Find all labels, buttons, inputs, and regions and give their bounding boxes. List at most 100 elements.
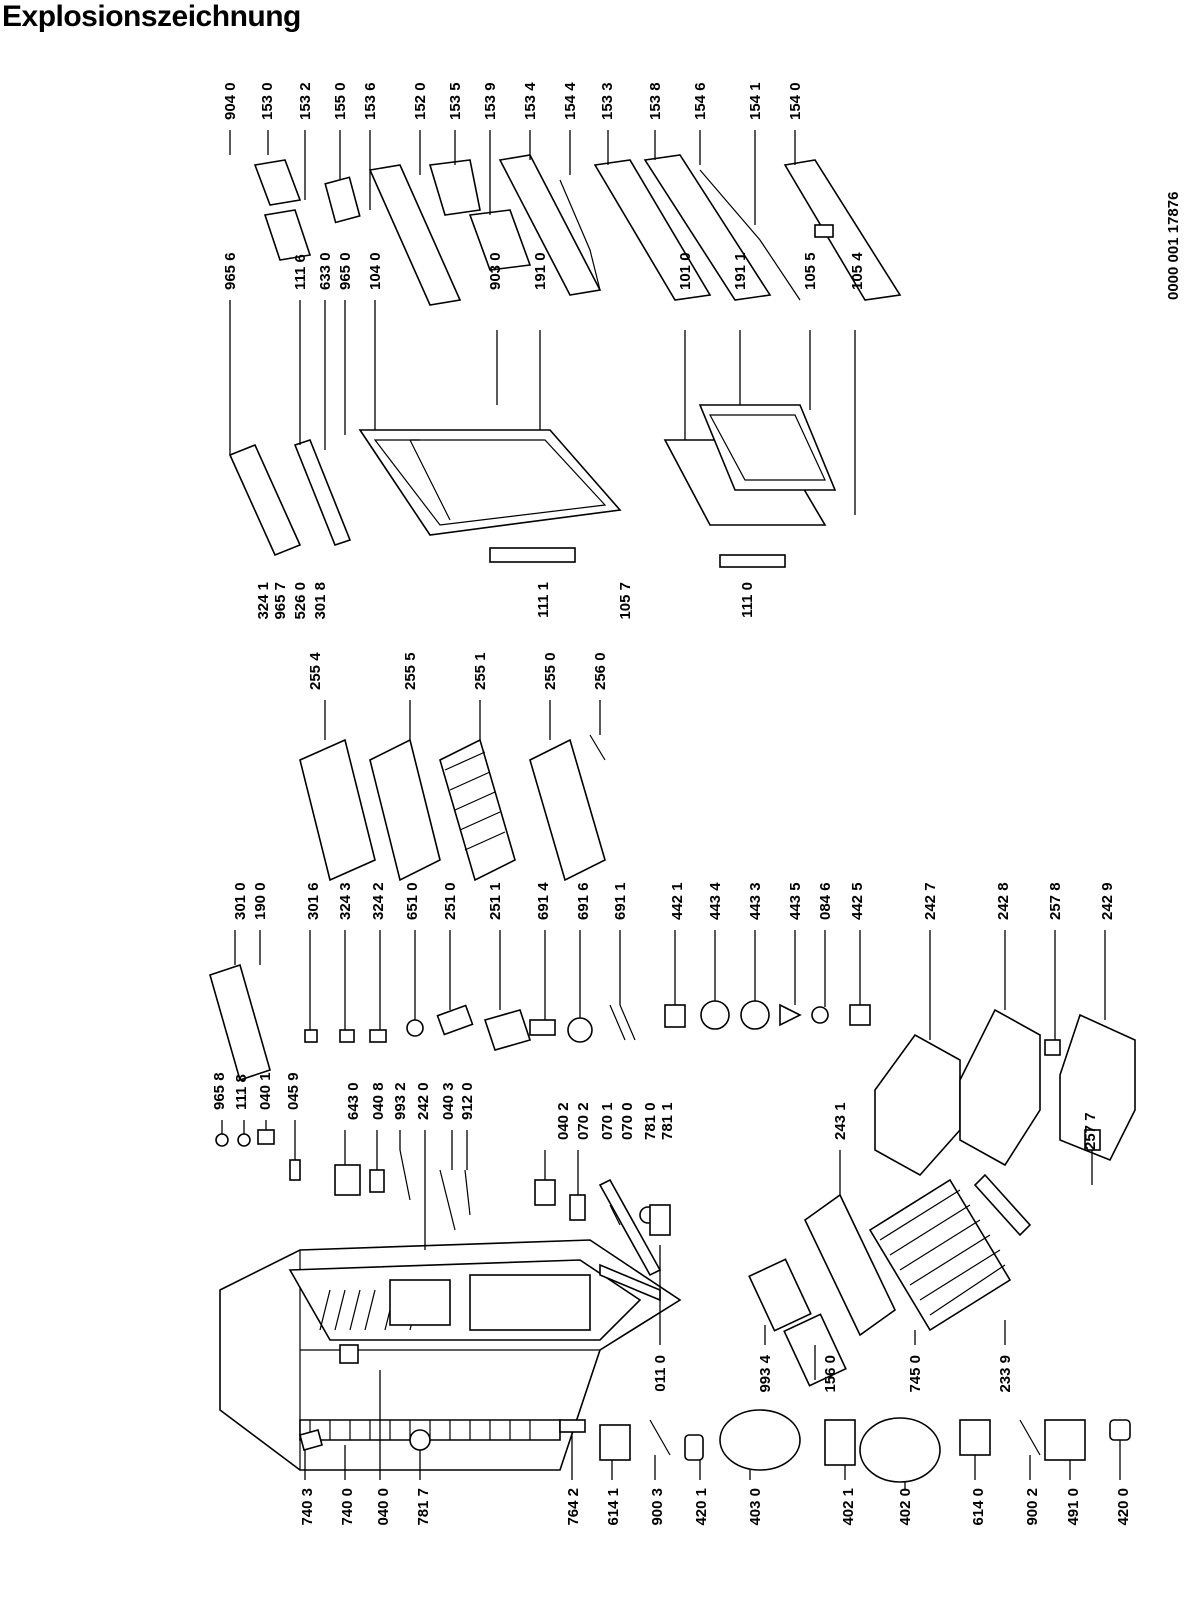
part-label: 442 1	[669, 882, 686, 920]
part-drawings	[209, 130, 1136, 1490]
freezer-shelf	[803, 1193, 897, 1337]
part-label: 040 8	[370, 1082, 387, 1120]
drawer-2	[959, 1008, 1041, 1167]
part-label: 105 7	[617, 582, 634, 620]
crisper-box	[389, 1279, 451, 1326]
part-label: 442 5	[849, 882, 866, 920]
part-label: 255 1	[472, 652, 489, 690]
part-label: 691 1	[612, 882, 629, 920]
part-label: 153 3	[599, 82, 616, 120]
wire-shelf	[439, 738, 516, 882]
part-label: 070 2	[575, 1102, 592, 1140]
part-label: 040 2	[555, 1102, 572, 1140]
part-label: 111 8	[233, 1074, 250, 1110]
part-label: 154 0	[787, 82, 804, 120]
part-label: 781 7	[415, 1488, 432, 1526]
compressors	[299, 1409, 1131, 1483]
part-label: 154 4	[562, 82, 579, 120]
part-label: 420 1	[693, 1488, 710, 1526]
part-label: 764 2	[565, 1488, 582, 1526]
part-label: 740 3	[299, 1488, 316, 1526]
part-label: 242 0	[415, 1082, 432, 1120]
door-bins	[253, 154, 902, 306]
part-label: 070 1	[599, 1102, 616, 1140]
part-label: 011 0	[652, 1355, 669, 1392]
part-label: 403 0	[747, 1488, 764, 1526]
part-label: 242 7	[922, 882, 939, 920]
part-label: 781 0	[642, 1102, 659, 1140]
ice-tray-1	[748, 1258, 812, 1332]
part-label: 301 6	[305, 882, 322, 920]
part-label: 965 8	[211, 1072, 228, 1110]
part-label: 691 4	[535, 882, 552, 920]
part-label: 242 8	[995, 882, 1012, 920]
part-label: 191 0	[532, 252, 549, 290]
thermostat-part	[339, 1344, 359, 1364]
part-label: 233 9	[997, 1355, 1014, 1393]
part-label: 443 4	[707, 882, 724, 920]
part-label: 402 1	[840, 1488, 857, 1526]
part-label: 903 0	[487, 252, 504, 290]
part-label: 614 0	[970, 1488, 987, 1526]
part-label: 443 5	[787, 882, 804, 920]
glass-shelf-2	[369, 738, 441, 882]
glass-shelf-1	[299, 738, 376, 882]
part-label: 243 1	[832, 1102, 849, 1140]
part-label: 256 0	[592, 652, 609, 690]
part-label: 491 0	[1065, 1488, 1082, 1526]
part-label: 324 1	[255, 582, 272, 620]
part-label: 993 4	[757, 1354, 774, 1392]
part-label: 443 3	[747, 882, 764, 920]
drawer-3	[1059, 1013, 1136, 1162]
part-label: 255 5	[402, 652, 419, 690]
part-label: 301 0	[232, 882, 249, 920]
part-label: 045 9	[285, 1072, 302, 1110]
part-label: 691 6	[575, 882, 592, 920]
part-label: 301 8	[312, 582, 329, 620]
part-label: 105 5	[802, 252, 819, 290]
part-label: 965 0	[337, 252, 354, 290]
part-label: 153 9	[482, 82, 499, 120]
part-label: 153 0	[259, 82, 276, 120]
part-label: 070 0	[619, 1102, 636, 1140]
door-handle-panel	[228, 443, 302, 557]
part-label: 420 0	[1115, 1488, 1132, 1526]
part-label: 153 2	[297, 82, 314, 120]
glass-shelf-3	[529, 738, 606, 882]
part-label: 633 0	[317, 252, 334, 290]
part-label: 111 6	[292, 254, 309, 290]
freezer-compartment	[469, 1274, 591, 1331]
part-label: 251 0	[442, 882, 459, 920]
leader-lines	[221, 130, 1121, 1490]
upper-hinge-bar	[489, 547, 576, 563]
part-label: 643 0	[345, 1082, 362, 1120]
part-label: 324 3	[337, 882, 354, 920]
part-label: 900 2	[1024, 1488, 1041, 1526]
part-label: 153 6	[362, 82, 379, 120]
lower-hinge-bar	[719, 554, 786, 568]
part-label: 900 3	[649, 1488, 666, 1526]
part-label: 965 6	[222, 252, 239, 290]
part-label: 745 0	[907, 1355, 924, 1393]
part-label: 111 0	[739, 582, 756, 618]
part-label: 040 1	[257, 1072, 274, 1110]
part-label: 101 0	[677, 252, 694, 290]
part-label: 251 1	[487, 882, 504, 920]
part-label: 255 4	[307, 652, 324, 690]
part-label: 740 0	[339, 1488, 356, 1526]
part-label: 257 7	[1082, 1112, 1099, 1150]
part-label: 191 1	[732, 252, 749, 290]
part-label: 154 6	[692, 82, 709, 120]
document-number: 0000 001 17876	[1165, 192, 1182, 300]
part-label: 614 1	[605, 1488, 622, 1526]
part-label: 084 6	[817, 882, 834, 920]
part-label: 153 4	[522, 82, 539, 120]
part-label: 152 0	[412, 82, 429, 120]
part-label: 651 0	[404, 882, 421, 920]
page-title: Explosionszeichnung	[2, 0, 301, 33]
part-label: 156 0	[822, 1355, 839, 1393]
drawer-1	[874, 1033, 961, 1177]
part-label: 190 0	[252, 882, 269, 920]
